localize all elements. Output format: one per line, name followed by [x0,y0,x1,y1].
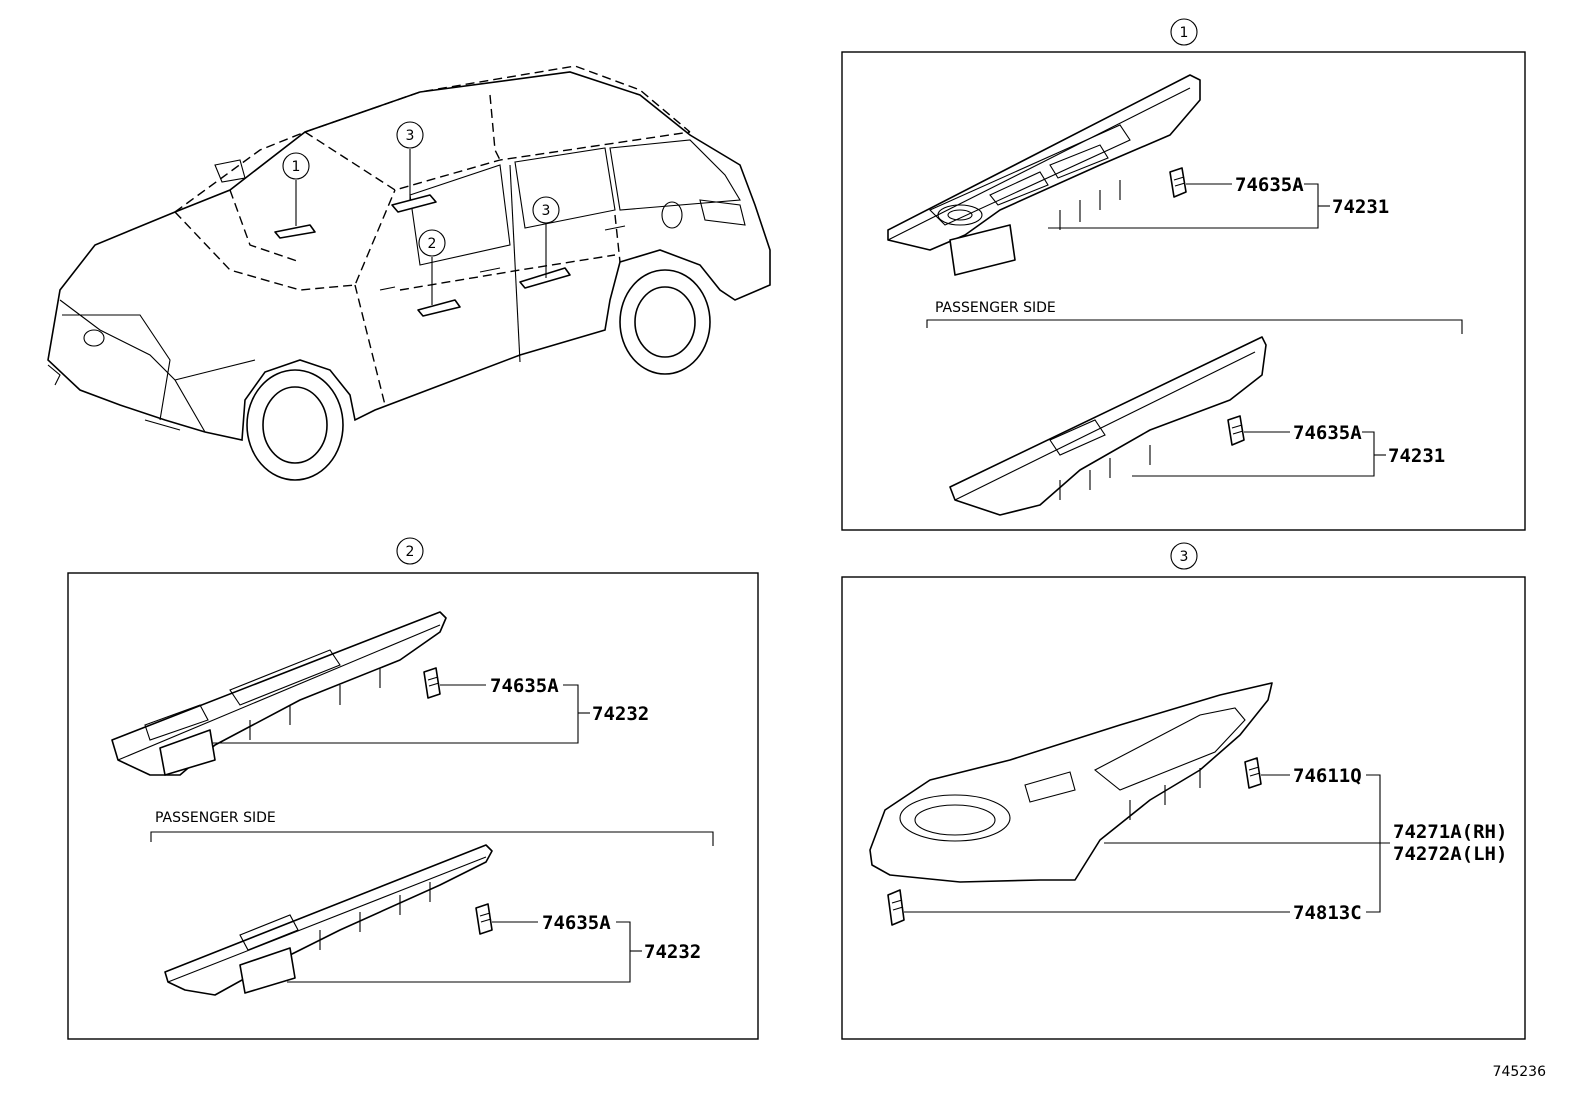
clip-74635A-p1-passenger [1227,415,1245,446]
vehicle-callout-3-upper: 3 [396,121,424,200]
part-number-74271A-rh-p3: 74271A(RH) [1393,821,1507,843]
passenger-side-label-p1: PASSENGER SIDE [935,300,1056,316]
panel-3-callout: 3 [1180,549,1189,565]
clip-74635A-p1 [1169,167,1187,198]
driver-master-switch [887,74,1201,276]
svg-text:1: 1 [292,159,301,175]
figure-id: 745236 [1493,1064,1547,1080]
panel-1-frame [841,51,1526,531]
rear-switch-driver-p2 [111,611,447,776]
part-number-74231-p1: 74231 [1332,196,1389,218]
passenger-switch-p1 [949,336,1267,516]
svg-text:3: 3 [406,128,415,144]
part-number-74272A-lh-p3: 74272A(LH) [1393,843,1507,865]
part-number-74611Q-p3: 74611Q [1293,765,1362,787]
svg-text:2: 2 [428,236,437,252]
part-number-74635A-p1: 74635A [1235,174,1304,196]
vehicle-callout-2: 2 [418,229,446,305]
panel-1: 1 74635A 74231 PASSENGER SIDE [841,18,1526,531]
part-number-74635A-p2-passenger: 74635A [542,912,611,934]
panel-3-frame [841,576,1526,1040]
part-number-74232-p2-passenger: 74232 [644,941,701,963]
vehicle-callout-3-lower: 3 [532,196,560,278]
part-number-74232-p2: 74232 [592,703,649,725]
clip-74635A-p2 [423,667,441,699]
panel-1-callout: 1 [1180,25,1189,41]
fastener-74813C-p3 [887,889,905,926]
panel-2-callout: 2 [406,544,415,560]
part-number-74635A-p1-passenger: 74635A [1293,422,1362,444]
vehicle-callout-1: 1 [282,152,310,226]
clip-74611Q-p3 [1244,757,1262,789]
vehicle-illustration [47,65,771,481]
clip-74635A-p2-passenger [475,903,493,935]
part-number-74635A-p2: 74635A [490,675,559,697]
door-armrest-panel-p3 [869,682,1273,883]
svg-text:3: 3 [542,203,551,219]
panel-2: 2 74635A 74232 PASSENGER SIDE [67,537,759,1040]
part-number-74231-p1-passenger: 74231 [1388,445,1445,467]
panel-2-frame [67,572,759,1040]
passenger-side-label-p2: PASSENGER SIDE [155,810,276,826]
panel-3: 3 74611Q 74271A(RH) 74272A(LH) 74813C [841,542,1526,1040]
part-number-74813C-p3: 74813C [1293,902,1362,924]
rear-switch-passenger-p2 [164,844,493,996]
